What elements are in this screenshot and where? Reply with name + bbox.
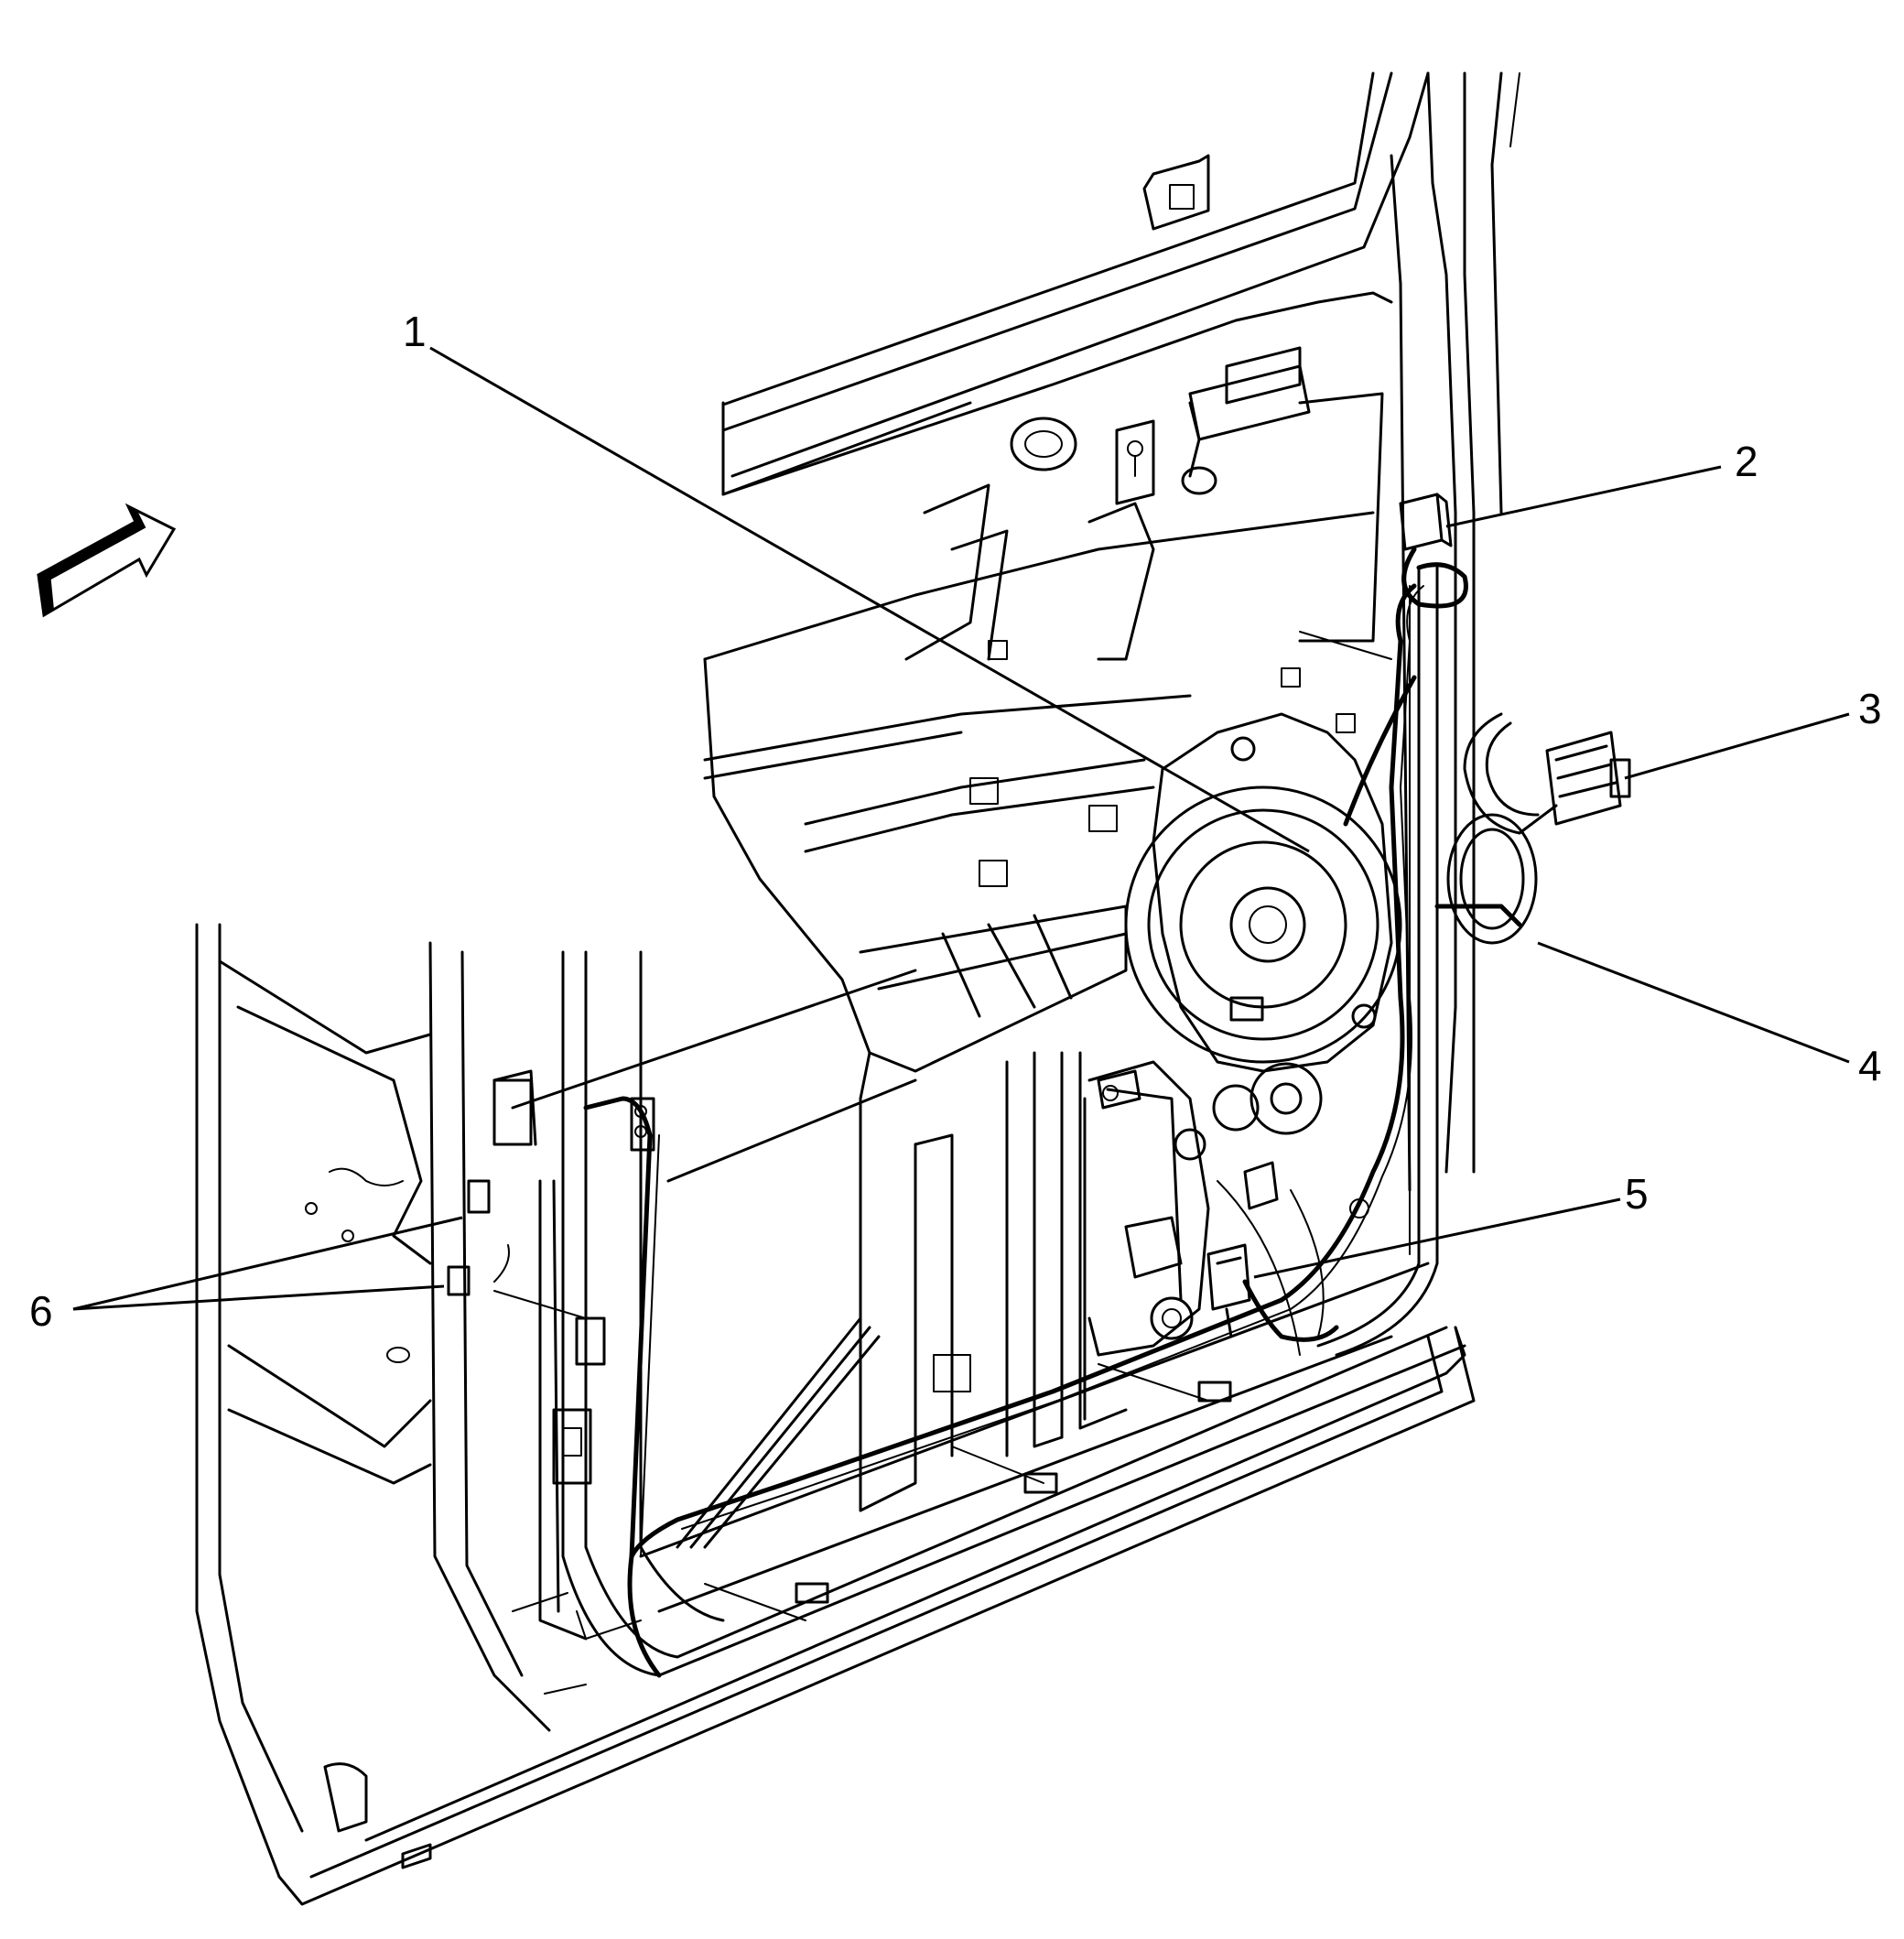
component-4-grommet bbox=[1434, 813, 1538, 945]
forward-direction-arrow-icon bbox=[36, 503, 177, 618]
callout-leaders bbox=[72, 346, 1850, 1311]
door-inner-panel bbox=[538, 291, 1393, 1641]
door-outer-shell bbox=[195, 71, 1520, 1906]
callout-label-1: 1 bbox=[403, 308, 427, 355]
callout-label-5: 5 bbox=[1625, 1170, 1649, 1218]
component-5-connector bbox=[1206, 1243, 1251, 1338]
door-inner-frame bbox=[511, 566, 1466, 1677]
door-speaker bbox=[1124, 712, 1402, 1073]
callout-labels: 1 2 3 4 5 6 bbox=[29, 308, 1882, 1335]
window-regulator-motor bbox=[1087, 1060, 1369, 1357]
wiring-harness bbox=[493, 583, 1424, 1695]
callout-label-6: 6 bbox=[29, 1287, 53, 1335]
callout-label-4: 4 bbox=[1858, 1042, 1882, 1089]
callout-label-2: 2 bbox=[1735, 438, 1758, 485]
callout-label-3: 3 bbox=[1858, 685, 1882, 732]
component-2-connector bbox=[1399, 493, 1468, 609]
component-3-connector bbox=[1463, 712, 1631, 835]
component-6-retainers bbox=[447, 1179, 510, 1296]
